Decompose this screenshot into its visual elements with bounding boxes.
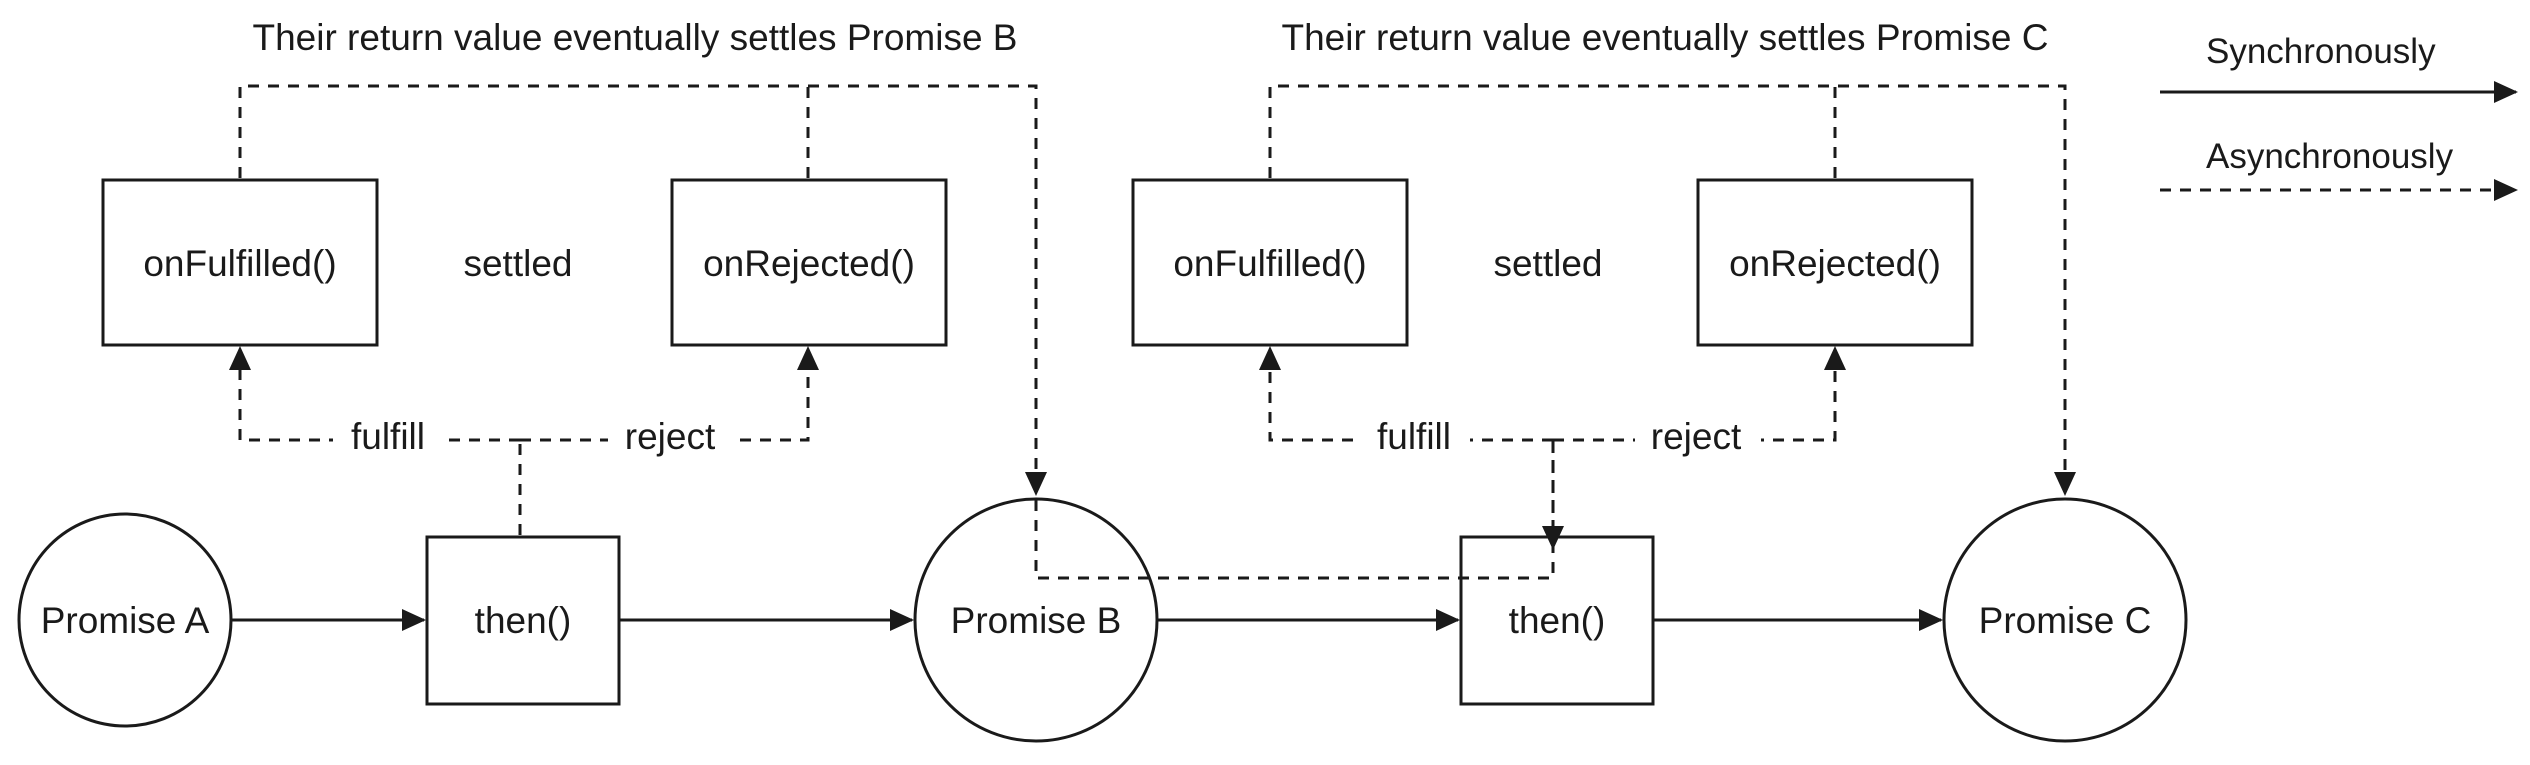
on-fulfilled-label-1: onFulfilled()	[143, 243, 336, 284]
on-fulfilled-box-2: onFulfilled()	[1131, 178, 1409, 347]
then-box-2: then()	[1459, 535, 1655, 706]
promise-b-label: Promise B	[951, 600, 1122, 641]
promise-c-node: Promise C	[1942, 497, 2188, 743]
settled-label-2: settled	[1493, 243, 1602, 284]
settled-label-1: settled	[463, 243, 572, 284]
fulfill-label-2: fulfill	[1377, 416, 1451, 457]
connector-settle-c-bracket	[1268, 84, 2076, 496]
header-settles-promise-b: Their return value eventually settles Pr…	[252, 17, 1017, 58]
connector-fulfill-1	[229, 346, 520, 442]
on-rejected-box-1: onRejected()	[670, 178, 948, 347]
reject-label-1: reject	[625, 416, 716, 457]
promise-b-node: Promise B	[913, 497, 1159, 743]
promise-a-label: Promise A	[41, 600, 210, 641]
legend-async-label: Asynchronously	[2206, 137, 2454, 176]
on-fulfilled-box-1: onFulfilled()	[101, 178, 379, 347]
header-settles-promise-c: Their return value eventually settles Pr…	[1281, 17, 2048, 58]
fulfill-label-1: fulfill	[351, 416, 425, 457]
then-box-1: then()	[425, 535, 621, 706]
on-rejected-box-2: onRejected()	[1696, 178, 1974, 347]
promise-a-node: Promise A	[17, 512, 233, 728]
on-rejected-label-1: onRejected()	[703, 243, 915, 284]
on-rejected-label-2: onRejected()	[1729, 243, 1941, 284]
on-fulfilled-label-2: onFulfilled()	[1173, 243, 1366, 284]
connector-reject-2	[1553, 346, 1846, 442]
promise-c-label: Promise C	[1979, 600, 2152, 641]
connector-reject-1	[520, 346, 819, 442]
reject-label-2: reject	[1651, 416, 1742, 457]
then-label-2: then()	[1509, 600, 1606, 641]
legend-sync-label: Synchronously	[2206, 32, 2436, 71]
connector-fulfill-2	[1259, 346, 1553, 442]
connector-settle-b-bracket	[238, 84, 1047, 496]
then-label-1: then()	[475, 600, 572, 641]
